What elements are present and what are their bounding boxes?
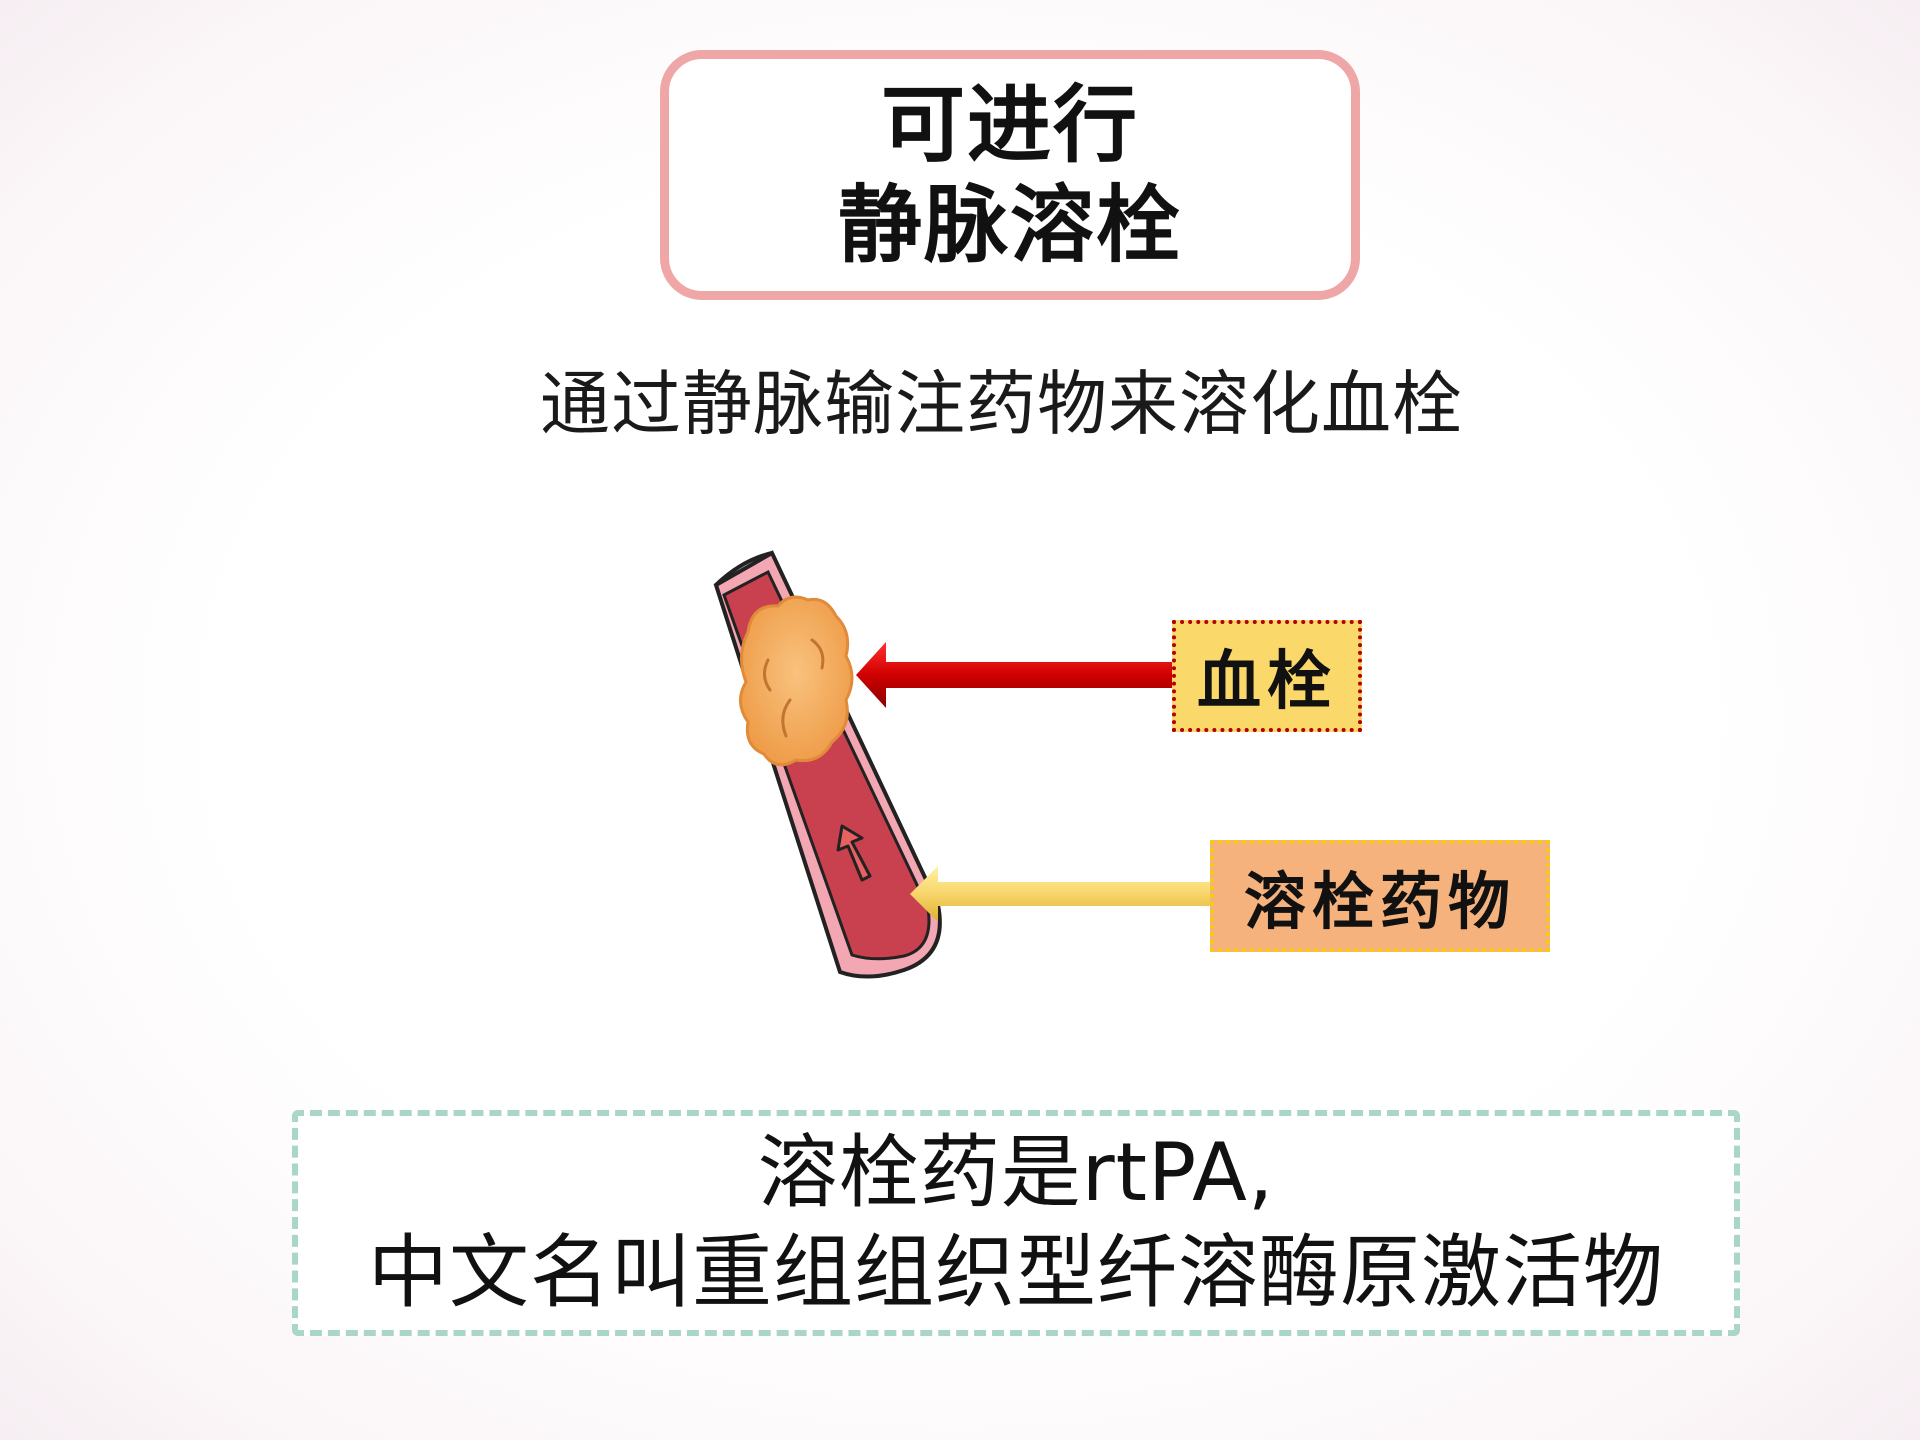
drug-label: 溶栓药物 — [1210, 840, 1550, 952]
title-box: 可进行 静脉溶栓 — [660, 50, 1360, 300]
note-line-2: 中文名叫重组组织型纤溶酶原激活物 — [368, 1226, 1664, 1319]
note-line-1: 溶栓药是rtPA, — [757, 1126, 1275, 1219]
clot-label: 血栓 — [1172, 620, 1362, 732]
thrombus-texture — [763, 638, 825, 738]
title-line-2: 静脉溶栓 — [837, 176, 1182, 274]
note-box: 溶栓药是rtPA, 中文名叫重组组织型纤溶酶原激活物 — [292, 1110, 1740, 1336]
vessel-rim — [714, 551, 773, 587]
blood-flow-arrow — [836, 824, 872, 882]
drug-pointer-arrow — [910, 866, 1210, 922]
title-line-1: 可进行 — [880, 76, 1139, 174]
subtitle: 通过静脉输注药物来溶化血栓 — [540, 363, 1463, 445]
clot-pointer-arrow — [856, 642, 1172, 708]
thrombus — [739, 595, 854, 767]
